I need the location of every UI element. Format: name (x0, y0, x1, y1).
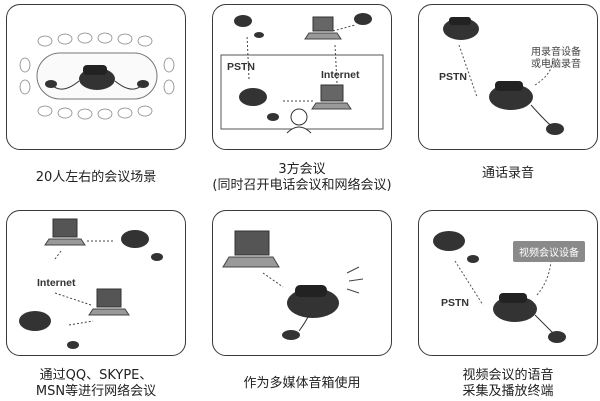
recording-note: 用录音设备 或电脑录音 (531, 47, 581, 71)
conference-room-illustration (19, 32, 175, 120)
caption-line: 作为多媒体音箱使用 (243, 376, 361, 391)
panel-call-recording: PSTN 用录音设备 或电脑录音 (418, 4, 598, 150)
call-recording-illustration (443, 17, 564, 135)
panel-network-conference: Internet (6, 210, 186, 356)
caption-multimedia-speaker: 作为多媒体音箱使用 (204, 376, 400, 392)
panel-three-way-conference: PSTN Internet (212, 4, 392, 150)
internet-label: Internet (37, 277, 76, 289)
caption-line: 通话录音 (481, 166, 534, 181)
multimedia-speaker-illustration (222, 230, 364, 340)
caption-line: (同时召开电话会议和网络会议) (212, 178, 392, 193)
three-way-illustration (220, 13, 384, 134)
pstn-label: PSTN (227, 61, 256, 73)
network-conference-illustration (19, 218, 163, 349)
caption-line: 通过QQ、SKYPE、 (39, 368, 153, 383)
caption-three-way-conference: 3方会议 (同时召开电话会议和网络会议) (204, 162, 400, 194)
video-conference-illustration (433, 231, 566, 343)
pstn-label: PSTN (441, 297, 470, 309)
caption-network-conference: 通过QQ、SKYPE、 MSN等进行网络会议 (0, 368, 194, 400)
panel-video-conference: 视频会议设备 PSTN (418, 210, 598, 356)
pstn-label: PSTN (439, 71, 468, 83)
caption-conference-room: 20人左右的会议场景 (0, 170, 194, 186)
panel-conference-room (6, 4, 186, 150)
caption-line: 20人左右的会议场景 (35, 170, 157, 185)
caption-line: 3方会议 (278, 162, 326, 177)
caption-video-conference: 视频会议的语音 采集及播放终端 (410, 368, 600, 400)
video-conference-device-badge: 视频会议设备 (513, 241, 585, 262)
internet-label: Internet (321, 69, 360, 81)
caption-line: 视频会议的语音 (462, 368, 554, 383)
caption-line: MSN等进行网络会议 (35, 384, 157, 399)
note-line: 或电脑录音 (531, 59, 581, 70)
caption-line: 采集及播放终端 (462, 384, 554, 399)
panel-multimedia-speaker (212, 210, 392, 356)
note-line: 用录音设备 (531, 47, 581, 58)
caption-call-recording: 通话录音 (410, 166, 600, 182)
